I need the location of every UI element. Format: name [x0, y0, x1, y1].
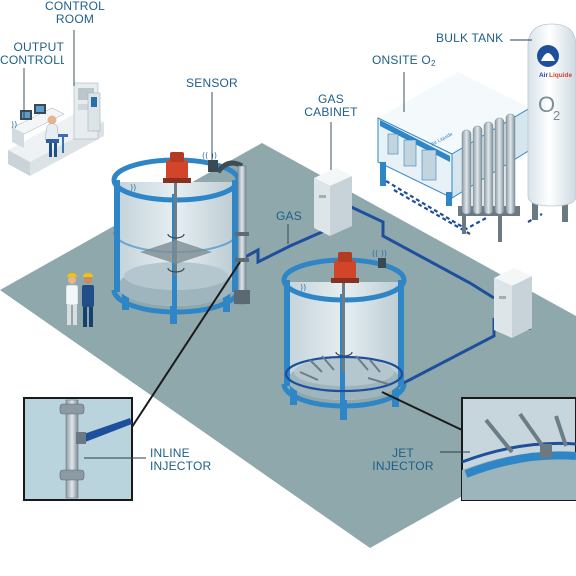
jet-injector-label-line2: INJECTOR — [372, 459, 434, 473]
sensor-device: (( )) — [202, 151, 218, 172]
tank-gas-subscript: 2 — [553, 108, 560, 123]
gas-label: GAS — [276, 209, 302, 223]
onsite-o2-label-text: ONSITE O — [372, 53, 431, 67]
inline-injector-callout-line — [129, 261, 241, 431]
mixing-tank-2: (( )) )) — [281, 249, 407, 420]
sensor-label: SENSOR — [186, 76, 238, 90]
tank-gas-symbol: O — [538, 92, 555, 117]
workers — [65, 273, 94, 327]
output-controller-label-line2: CONTROLLER — [0, 53, 64, 67]
cylinder-bundle — [458, 113, 520, 242]
svg-text:)): )) — [11, 120, 17, 129]
svg-text:)): )) — [300, 283, 306, 292]
svg-text:)): )) — [130, 183, 136, 192]
output-controller-label: OUTPUT CONTROLLER — [0, 41, 64, 67]
output-controller-label-line1: OUTPUT — [13, 41, 64, 54]
gas-cabinet — [314, 168, 352, 236]
inline-injector-detail — [23, 397, 146, 501]
control-room-label-line1: CONTROL — [44, 0, 106, 13]
bulk-tank-label: BULK TANK — [436, 31, 504, 45]
onsite-o2-label-sub: 2 — [430, 59, 436, 68]
inline-injector-label: INLINE INJECTOR — [150, 447, 211, 473]
control-room: )) — [8, 82, 104, 176]
control-room-label: CONTROL ROOM — [40, 0, 110, 26]
svg-text:(( )): (( )) — [202, 151, 217, 160]
tank-brand-line2: Liquide — [549, 72, 572, 79]
jet-injector-label: JET INJECTOR — [368, 447, 438, 473]
jet-injector-detail — [440, 397, 576, 501]
gas-cabinet-label-line1: GAS — [318, 92, 344, 106]
bulk-tank: Air Liquide O 2 — [527, 23, 576, 222]
svg-text:(( )): (( )) — [372, 249, 387, 258]
onsite-o2-label: ONSITE O2 — [372, 54, 436, 70]
mixing-tank-1: )) — [111, 152, 241, 324]
gas-cabinet-label: GAS CABINET — [296, 93, 366, 119]
inline-injector-pipe — [215, 160, 250, 305]
inline-injector-label-line1: INLINE — [150, 446, 190, 460]
gas-cabinet-label-line2: CABINET — [304, 105, 358, 119]
gas-cabinet-2 — [494, 268, 532, 338]
inline-injector-label-line2: INJECTOR — [150, 459, 212, 473]
control-room-label-line2: ROOM — [55, 12, 95, 26]
jet-injector-callout-line — [381, 391, 463, 431]
jet-injector-label-line1: JET — [392, 446, 414, 460]
tank-brand-line1: Air — [539, 72, 549, 79]
